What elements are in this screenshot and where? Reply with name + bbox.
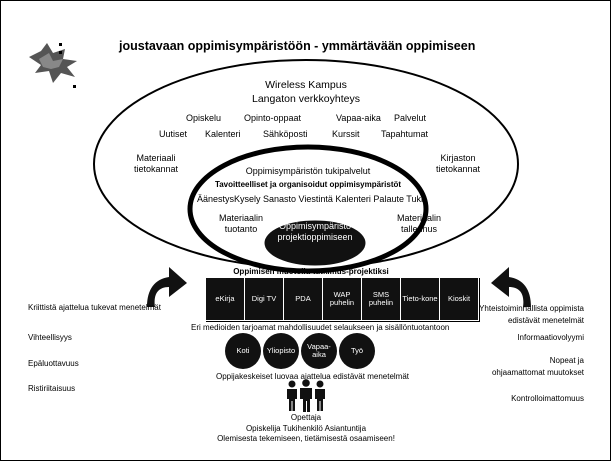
wireless-network-label: Langaton verkkoyhteys	[252, 93, 360, 105]
place-circle: Työ	[339, 333, 375, 369]
core-label: Oppimisympäristö projektioppimiseen	[277, 221, 353, 242]
devices-caption: Eri medioiden tarjoamat mahdollisuudet s…	[191, 323, 450, 332]
inner-ellipse	[187, 144, 429, 274]
outer-item: Tapahtumat	[381, 129, 429, 139]
outer-item: Opiskelu	[186, 113, 222, 123]
collaborative-heading: Yhteistoiminnallista oppimista edistävät…	[479, 304, 584, 326]
right-method-item: Nopeat ja	[549, 356, 584, 365]
device-box: Kioskit	[439, 277, 479, 321]
library-databases-label: Kirjaston tietokannat	[435, 153, 481, 174]
place-circle: Yliopisto	[263, 333, 299, 369]
curved-arrow-right-icon	[491, 267, 531, 307]
devices-heading: Oppimisen muotoilu tutkimus-projektiksi	[233, 267, 389, 276]
outer-item: Opinto-oppaat	[244, 113, 302, 123]
place-circle: Koti	[225, 333, 261, 369]
device-box: WAP puhelin	[322, 277, 362, 321]
contents-band-label: Sisällöt	[293, 151, 323, 161]
device-box: SMS puhelin	[361, 277, 401, 321]
left-method-item: Vihteellisyys	[28, 333, 72, 342]
tools-label: ÄänestysKysely Sanasto Viestintä Kalente…	[197, 194, 423, 204]
left-method-item: Ristiriitaisuus	[28, 384, 76, 393]
places-caption: Oppijakeskeiset luovaa ajattelua edistäv…	[216, 372, 409, 381]
right-method-item: ohjaamattomat muutokset	[491, 368, 584, 377]
organized-environments-label: Tavoitteelliset ja organisoidut oppimisy…	[214, 180, 402, 189]
left-method-item: Epäluottavuus	[28, 359, 79, 368]
place-circle: Vapaa-aika	[301, 333, 337, 369]
teacher-label: Opettaja	[290, 413, 322, 422]
core-ellipse	[264, 220, 366, 266]
device-box: Tieto-kone	[400, 277, 440, 321]
critical-thinking-heading: Kriittistä ajattelua tukevat menetelmät	[28, 303, 161, 312]
outer-item: Palvelut	[394, 113, 427, 123]
outer-item: Kalenteri	[205, 129, 241, 139]
university-logo-icon	[29, 43, 77, 88]
device-box: eKirja	[205, 277, 245, 321]
outer-item: Sähköposti	[263, 129, 308, 139]
right-method-item: Informaatiovolyymi	[517, 333, 584, 342]
outer-item: Vapaa-aika	[336, 113, 381, 123]
device-box: PDA	[283, 277, 323, 321]
slide-title: joustavaan oppimisympäristöön - ymmärtäv…	[119, 39, 476, 53]
roles-label: Opiskelija Tukihenkilö Asiantuntija	[245, 424, 367, 433]
motto-label: Olemisesta tekemiseen, tietämisestä osaa…	[217, 434, 395, 443]
outer-item: Kurssit	[332, 129, 360, 139]
ellipse-diagram	[93, 59, 519, 274]
wireless-campus-label: Wireless Kampus	[265, 79, 347, 91]
outer-item: Uutiset	[159, 129, 188, 139]
material-storage-label: Materiaalin tallennus	[396, 213, 442, 234]
material-databases-label: Materiaali tietokannat	[133, 153, 179, 174]
curved-arrow-left-icon	[147, 267, 187, 307]
device-box: Digi TV	[244, 277, 284, 321]
right-method-item: Kontrolloimattomuus	[511, 394, 584, 403]
support-services-label: Oppimisympäristön tukipalvelut	[245, 166, 371, 176]
people-group-icon	[287, 379, 325, 412]
material-production-label: Materiaalin tuotanto	[218, 213, 264, 234]
